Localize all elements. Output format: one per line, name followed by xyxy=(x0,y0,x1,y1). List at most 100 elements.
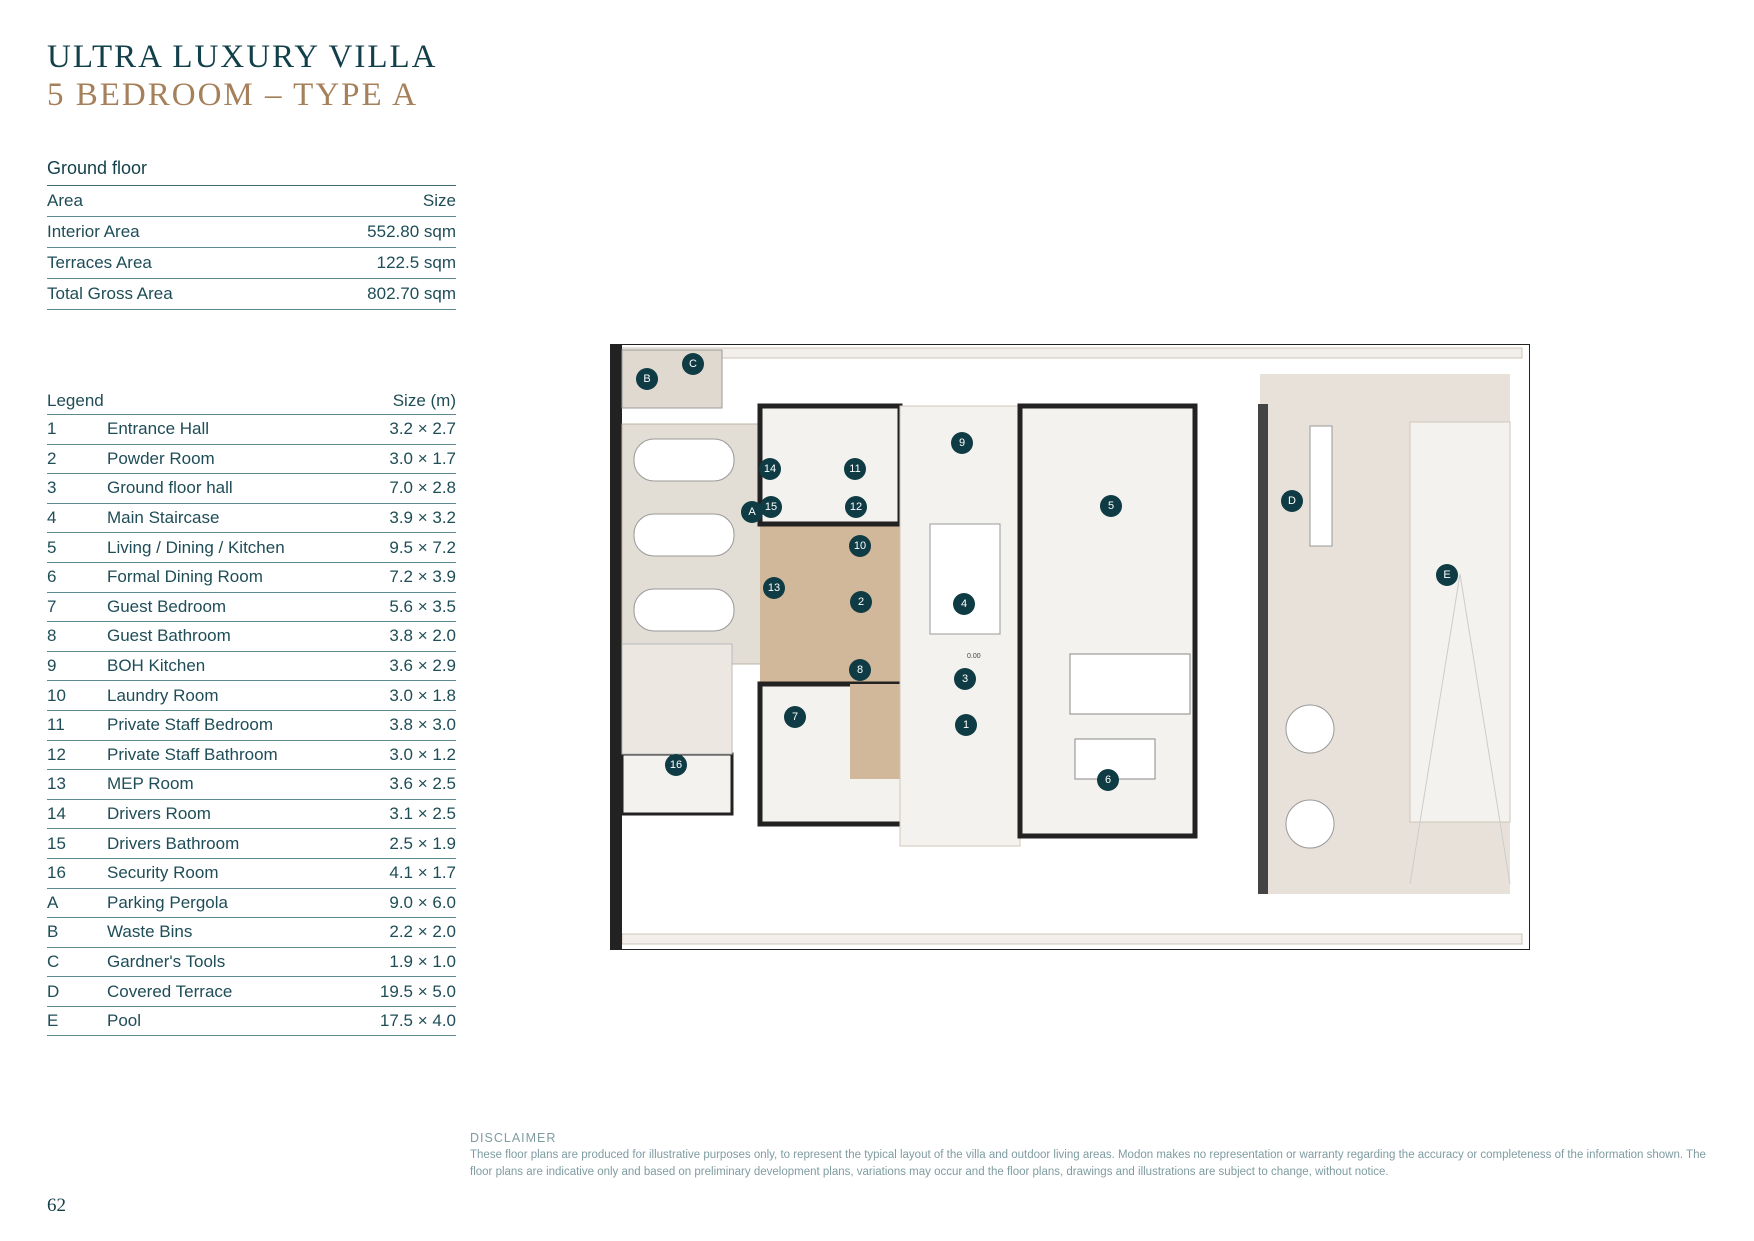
marker-7: 7 xyxy=(784,706,806,728)
svg-text:5: 5 xyxy=(1108,500,1114,512)
legend-name: Gardner's Tools xyxy=(107,951,226,971)
disclaimer: DISCLAIMER These floor plans are produce… xyxy=(470,1131,1720,1181)
legend-id: 13 xyxy=(47,774,66,794)
legend-size: 7.2 × 3.9 xyxy=(389,567,456,587)
legend-name: Waste Bins xyxy=(107,922,193,942)
legend-size: 3.8 × 2.0 xyxy=(389,626,456,646)
legend-name: Ground floor hall xyxy=(107,478,233,498)
legend-name: MEP Room xyxy=(107,774,194,794)
table-row: Interior Area 552.80 sqm xyxy=(47,217,456,248)
legend-id: 14 xyxy=(47,804,66,824)
marker-4: 4 xyxy=(953,593,975,615)
marker-10: 10 xyxy=(849,535,871,557)
marker-8: 8 xyxy=(849,659,871,681)
ground-floor-heading: Ground floor xyxy=(47,158,456,186)
legend-id: 10 xyxy=(47,685,66,705)
garden-patch xyxy=(621,643,733,755)
cars xyxy=(633,438,735,632)
legend-size: 3.0 × 1.2 xyxy=(389,744,456,764)
guest-bathroom xyxy=(850,684,900,779)
marker-2: 2 xyxy=(850,591,872,613)
perimeter-top xyxy=(621,347,1523,359)
legend-size: 17.5 × 4.0 xyxy=(379,1011,456,1031)
marker-6: 6 xyxy=(1097,769,1119,791)
legend-name: BOH Kitchen xyxy=(107,656,206,676)
area-size: 122.5 sqm xyxy=(376,253,456,272)
area-size: 552.80 sqm xyxy=(367,222,456,241)
marker-B: B xyxy=(636,368,658,390)
legend-id: D xyxy=(47,981,60,1001)
marker-D: D xyxy=(1281,490,1303,512)
svg-text:2: 2 xyxy=(858,596,864,608)
svg-text:B: B xyxy=(643,373,650,385)
marker-3: 3 xyxy=(954,668,976,690)
terrace-table xyxy=(1309,425,1333,547)
pool-line xyxy=(1459,573,1511,885)
legend-name: Private Staff Bedroom xyxy=(107,715,273,735)
size-header: Size xyxy=(422,191,456,210)
legend-name: Parking Pergola xyxy=(107,892,228,912)
legend-id: 11 xyxy=(47,715,65,735)
legend-row: 13 MEP Room 3.6 × 2.5 xyxy=(47,770,456,800)
svg-text:15: 15 xyxy=(765,501,777,513)
title-line-1: ULTRA LUXURY VILLA xyxy=(47,39,438,75)
legend-size: 7.0 × 2.8 xyxy=(389,478,456,498)
svg-text:9: 9 xyxy=(959,437,965,449)
svg-text:6: 6 xyxy=(1105,774,1111,786)
legend-size: 3.6 × 2.5 xyxy=(389,774,456,794)
page-title: ULTRA LUXURY VILLA 5 BEDROOM – TYPE A xyxy=(47,38,437,114)
legend-name: Covered Terrace xyxy=(107,981,233,1001)
area-name: Total Gross Area xyxy=(47,284,173,303)
svg-text:4: 4 xyxy=(961,598,967,610)
legend-row: B Waste Bins 2.2 × 2.0 xyxy=(47,918,456,948)
title-line-2: 5 BEDROOM – TYPE A xyxy=(47,77,418,113)
legend-name: Drivers Room xyxy=(107,804,211,824)
legend-name: Entrance Hall xyxy=(107,419,210,439)
legend-id: 7 xyxy=(47,596,57,616)
legend-size: 4.1 × 1.7 xyxy=(389,863,456,883)
legend-row: 11 Private Staff Bedroom 3.8 × 3.0 xyxy=(47,711,456,741)
legend-size: 3.8 × 3.0 xyxy=(389,715,456,735)
perimeter-bottom xyxy=(621,933,1523,945)
legend-name: Drivers Bathroom xyxy=(107,833,240,853)
legend-name: Pool xyxy=(107,1011,142,1031)
marker-C: C xyxy=(682,353,704,375)
legend-name: Security Room xyxy=(107,863,219,883)
legend-size: 3.9 × 3.2 xyxy=(389,508,456,528)
legend-id: 3 xyxy=(47,478,57,498)
left-wall xyxy=(610,344,622,950)
legend-id: B xyxy=(47,922,59,942)
staircase xyxy=(929,523,1001,635)
legend-size: 19.5 × 5.0 xyxy=(379,981,456,1001)
svg-text:12: 12 xyxy=(850,501,862,513)
svg-text:7: 7 xyxy=(792,711,798,723)
marker-9: 9 xyxy=(951,432,973,454)
svg-text:3: 3 xyxy=(962,673,968,685)
legend-size: 9.5 × 7.2 xyxy=(389,537,456,557)
terrace-wall xyxy=(1258,404,1268,894)
legend-id: 12 xyxy=(47,744,66,764)
marker-15: 15 xyxy=(760,496,782,518)
legend-size: 2.2 × 2.0 xyxy=(389,922,456,942)
table-row: Total Gross Area 802.70 sqm xyxy=(47,279,456,310)
marker-A: A xyxy=(741,501,763,523)
legend-id: 8 xyxy=(47,626,57,646)
service-block xyxy=(760,524,900,684)
area-name: Interior Area xyxy=(47,222,140,241)
marker-5: 5 xyxy=(1100,495,1122,517)
svg-text:13: 13 xyxy=(768,582,780,594)
legend-size: 2.5 × 1.9 xyxy=(389,833,456,853)
marker-12: 12 xyxy=(845,496,867,518)
legend-size: 3.1 × 2.5 xyxy=(389,804,456,824)
legend-id: 6 xyxy=(47,567,57,587)
legend-header-row: Legend Size (m) xyxy=(47,388,456,415)
svg-text:E: E xyxy=(1443,569,1450,581)
